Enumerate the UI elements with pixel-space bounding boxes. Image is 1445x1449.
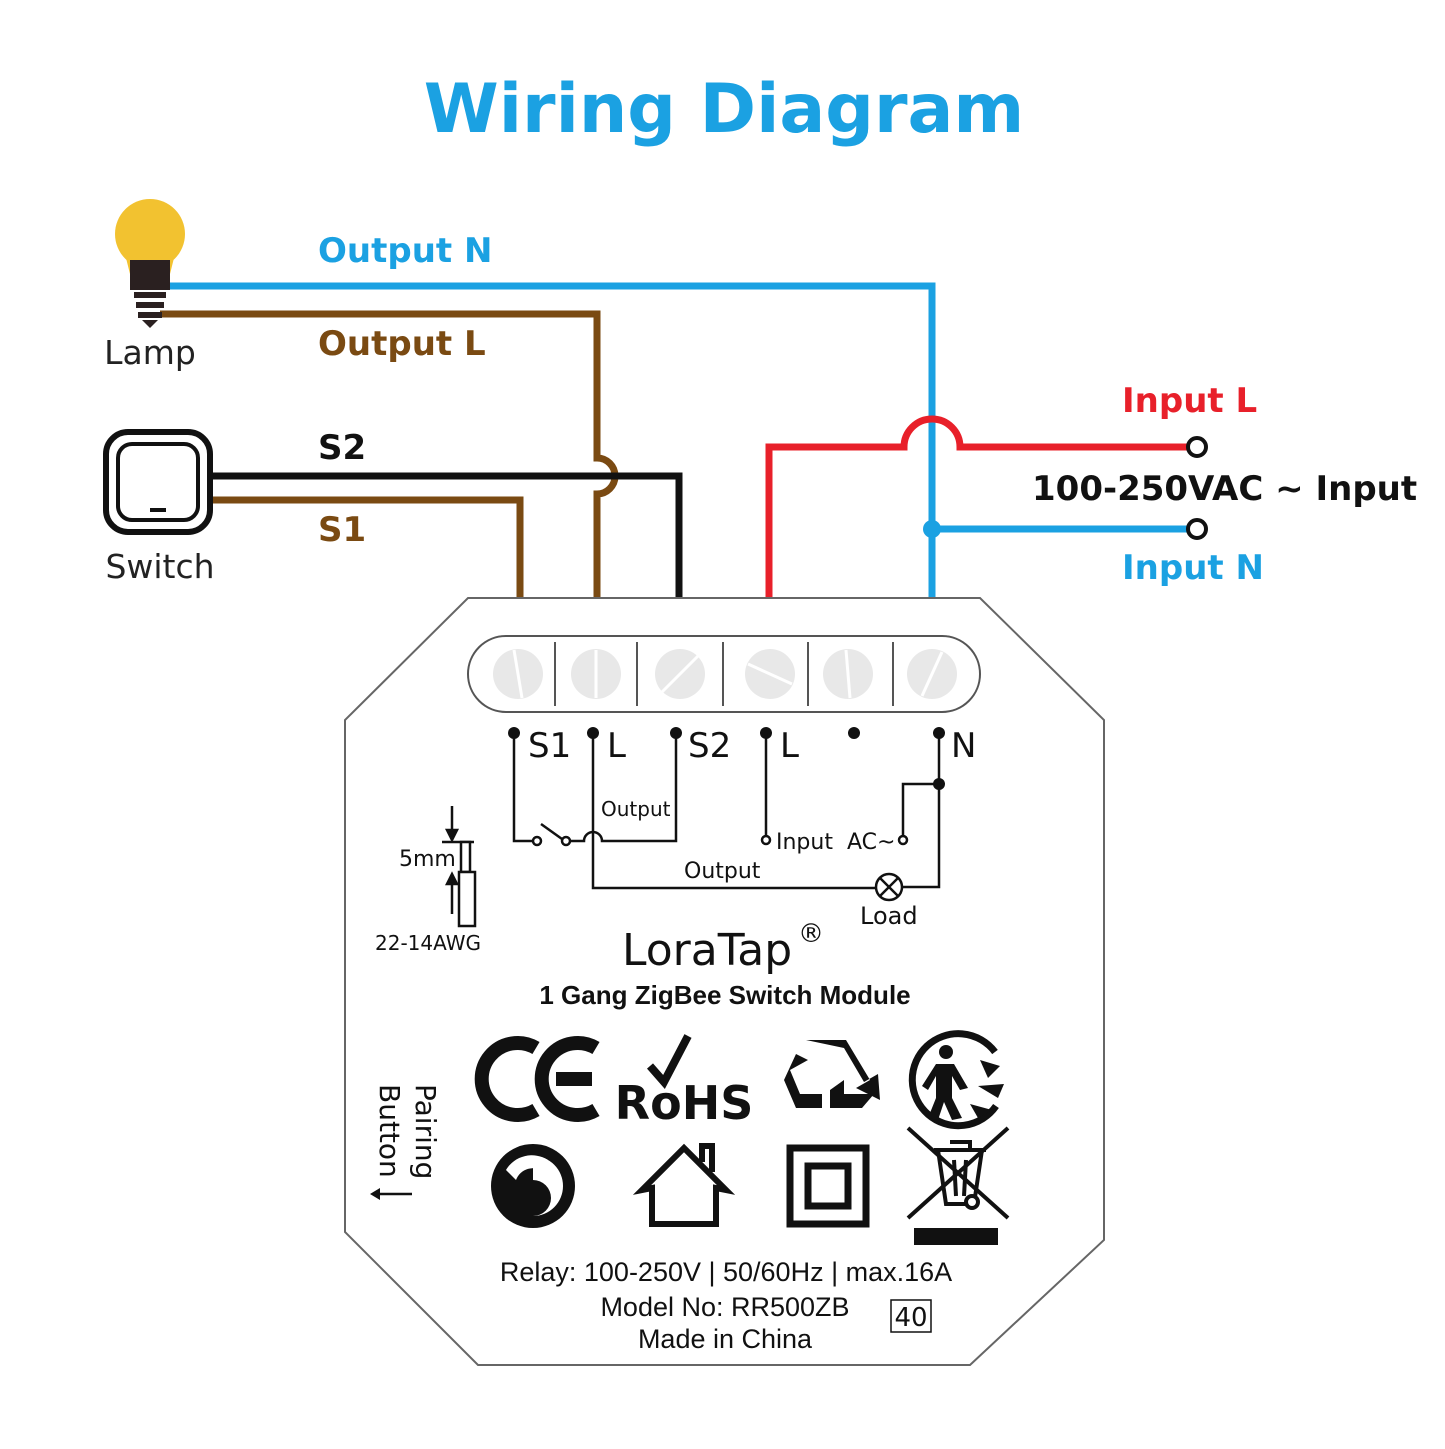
schematic-output-bottom-label: Output xyxy=(684,859,761,884)
terminal-label-n: N xyxy=(951,726,976,766)
brand-name: LoraTap xyxy=(622,925,792,976)
s1-label: S1 xyxy=(318,510,366,550)
pairing-label-line2: Button xyxy=(373,1084,406,1178)
input-n-label: Input N xyxy=(1122,548,1264,588)
ce-mark-icon xyxy=(474,1036,600,1122)
model-number: Model No: RR500ZB xyxy=(600,1292,849,1322)
terminal-screw-icon xyxy=(745,649,795,699)
weee-bin-icon xyxy=(906,1126,1010,1220)
terminal-screw-icon xyxy=(823,649,873,699)
indoor-use-house-icon xyxy=(632,1143,736,1227)
terminal-screw-icon xyxy=(907,649,957,699)
diagram-title: Wiring Diagram xyxy=(424,70,1025,149)
terminal-screw-icon xyxy=(493,649,543,699)
input-n-junction xyxy=(923,520,941,538)
input-l-terminal xyxy=(1186,436,1208,458)
strip-length-label: 5mm xyxy=(399,847,456,872)
rohs-icon: RoHS xyxy=(615,1034,754,1130)
tidy-man-recycle-icon xyxy=(908,1030,1004,1130)
schematic-load-label: Load xyxy=(860,902,918,930)
terminal-label-l-input: L xyxy=(780,726,799,766)
output-n-wire xyxy=(165,282,936,598)
relay-specs: Relay: 100-250V | 50/60Hz | max.16A xyxy=(500,1257,952,1287)
output-n-label: Output N xyxy=(318,231,492,271)
recycle-icon xyxy=(784,1040,880,1108)
pairing-button-label: Pairing Button xyxy=(373,1084,442,1179)
input-l-wire xyxy=(765,415,1190,598)
s2-label: S2 xyxy=(318,428,366,468)
output-l-label: Output L xyxy=(318,324,486,364)
s1-wire xyxy=(212,496,524,598)
green-dot-icon xyxy=(491,1144,575,1228)
terminal-label-l: L xyxy=(607,726,626,766)
terminal-label-s1: S1 xyxy=(528,726,571,766)
product-name: 1 Gang ZigBee Switch Module xyxy=(539,980,910,1010)
input-l-label: Input L xyxy=(1122,381,1257,421)
pairing-label-line1: Pairing xyxy=(409,1084,442,1179)
schematic-input-ac-label: Input AC~ xyxy=(776,830,895,855)
rohs-label: RoHS xyxy=(615,1076,754,1130)
wire-gauge-label: 22-14AWG xyxy=(375,931,481,955)
wire-strip-icon xyxy=(442,806,477,928)
input-n-terminal xyxy=(1186,518,1208,540)
wall-switch-icon xyxy=(103,429,213,535)
temp-rating: 40 xyxy=(894,1303,927,1333)
registered-mark: ® xyxy=(798,919,824,949)
lamp-label: Lamp xyxy=(104,333,196,372)
temp-rating-box xyxy=(890,1299,932,1333)
terminal-screw-icon xyxy=(571,649,621,699)
switch-label: Switch xyxy=(105,547,214,586)
weee-bar xyxy=(914,1228,998,1245)
made-in: Made in China xyxy=(638,1324,813,1354)
pairing-arrow-icon xyxy=(370,1188,412,1200)
lamp-bulb-icon xyxy=(115,199,185,328)
internal-schematic xyxy=(512,733,941,902)
terminal-screw-icon xyxy=(655,649,705,699)
double-insulation-icon xyxy=(786,1144,870,1228)
input-voltage-label: 100-250VAC ~ Input xyxy=(1032,469,1417,509)
schematic-output-top-label: Output xyxy=(601,797,671,821)
s2-wire xyxy=(212,472,683,598)
terminal-label-s2: S2 xyxy=(688,726,731,766)
